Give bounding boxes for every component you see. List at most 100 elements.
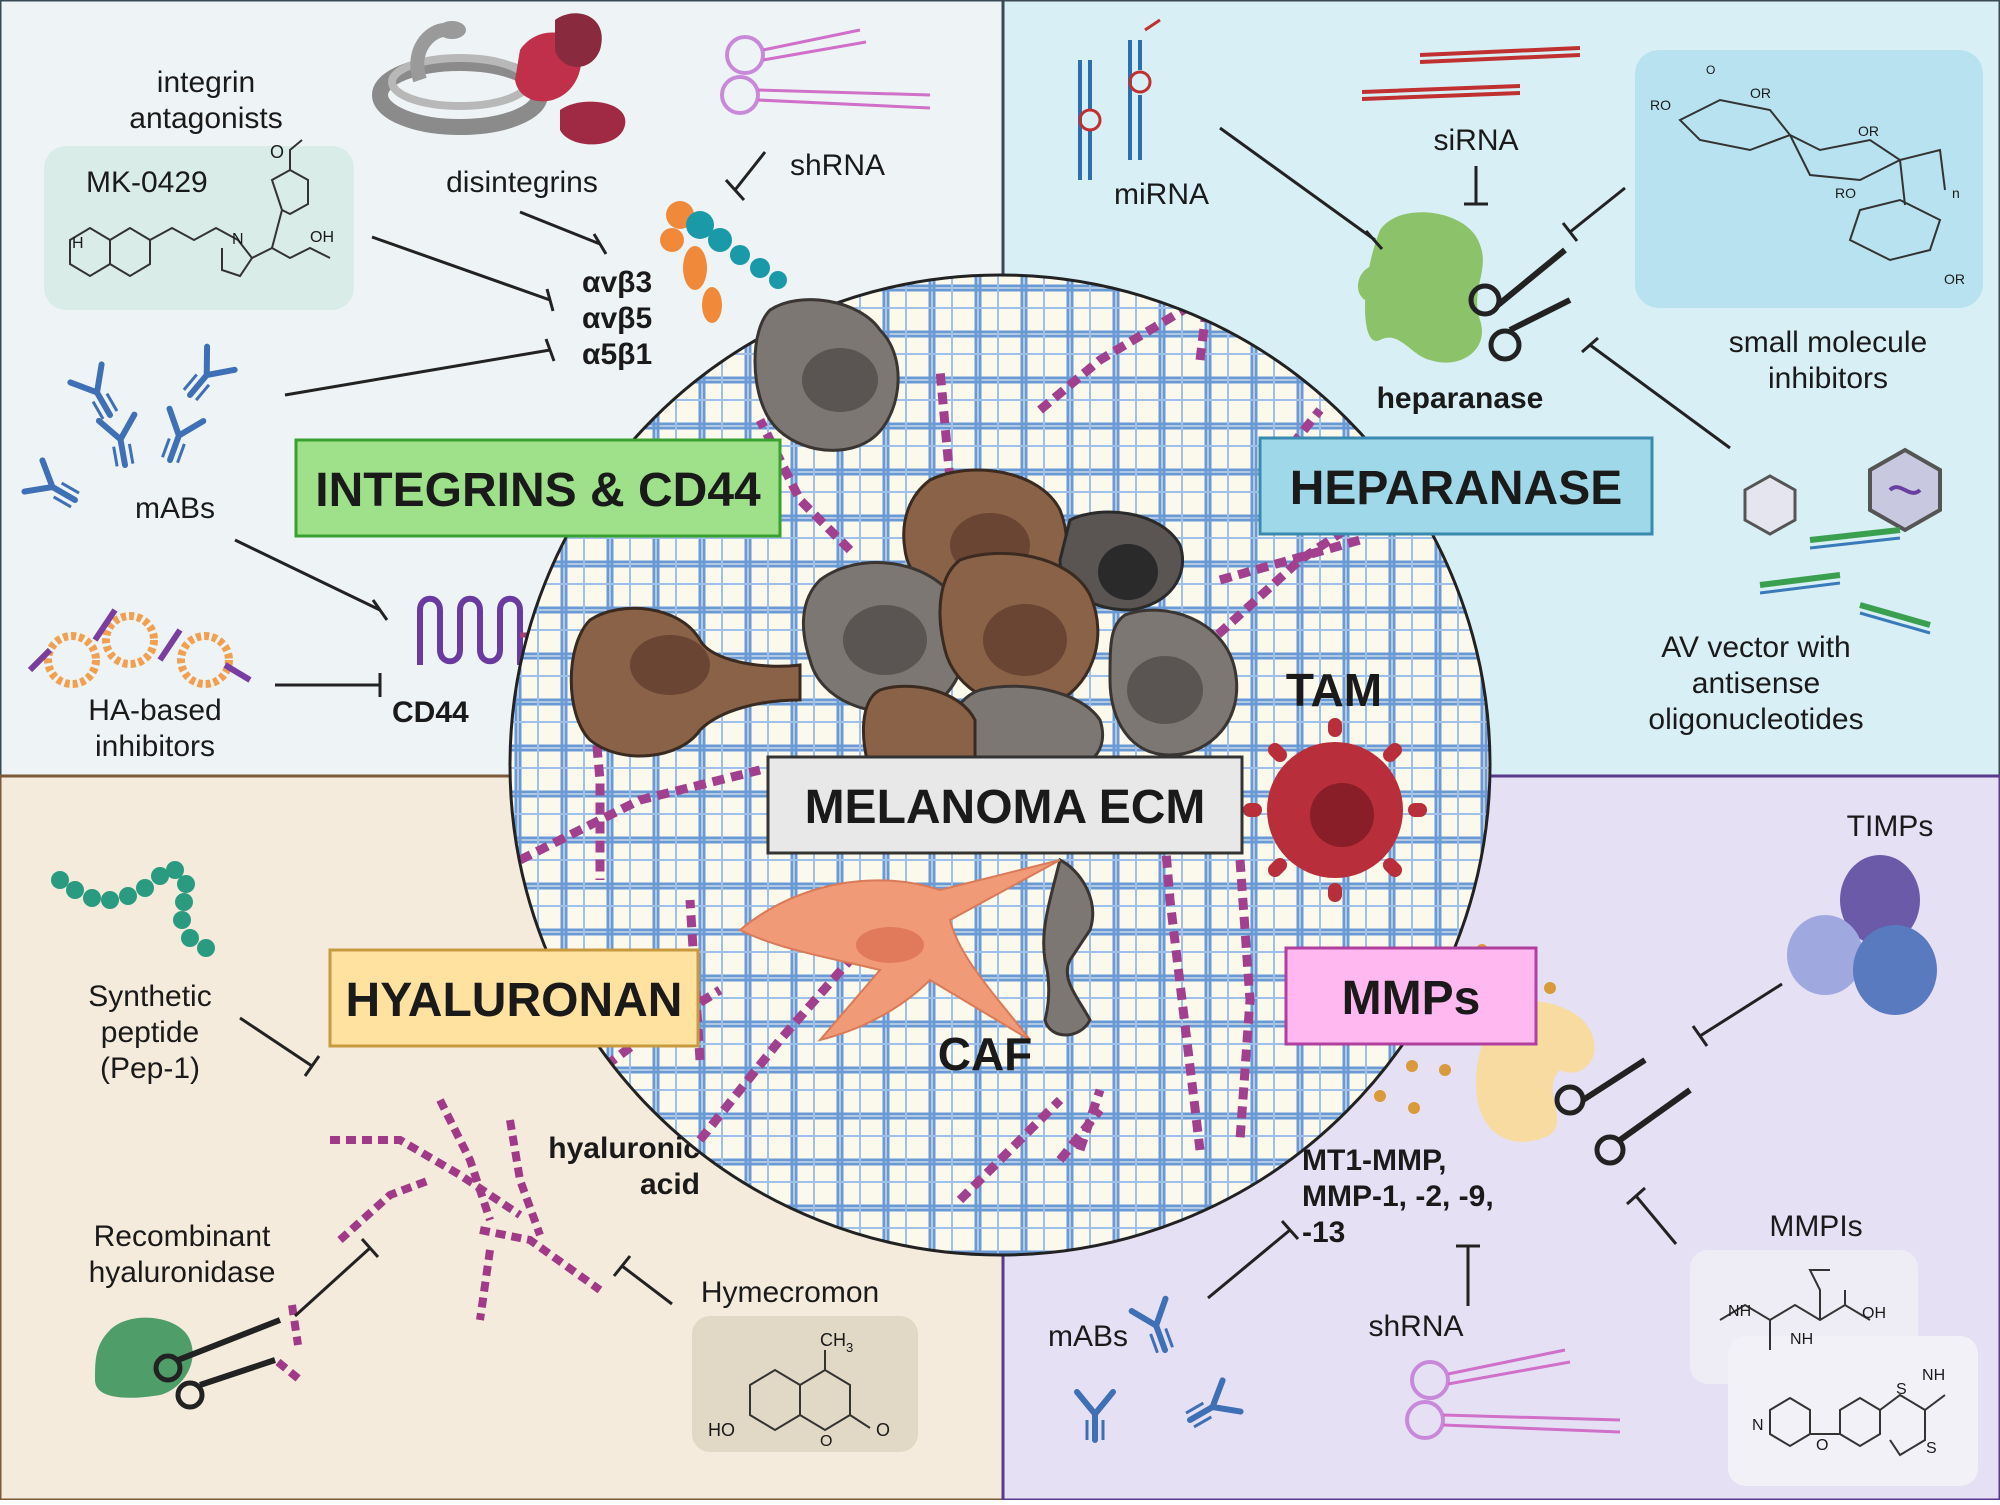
mabs-label-top: mABs: [135, 492, 215, 525]
hymecromon-ho: HO: [708, 1420, 735, 1440]
mirna-label: miRNA: [1114, 178, 1209, 211]
heparan-structure-box: [1635, 50, 1983, 308]
sirna-icon: [1361, 46, 1581, 101]
mmpi2-s: S: [1896, 1381, 1907, 1398]
mabs-label-bottom: mABs: [1048, 1320, 1128, 1353]
melanoma-ecm-title-box: [766, 755, 1244, 855]
timps-label: TIMPs: [1847, 810, 1934, 843]
mmpi2-n: N: [1752, 1417, 1764, 1434]
av-vector-label-3: oligonucleotides: [1648, 703, 1863, 736]
mmpi-structure-1: [1719, 1269, 1871, 1350]
small-molecule-label-2: inhibitors: [1768, 362, 1888, 395]
heparanase-enzyme-icon: [1357, 212, 1483, 363]
mmpi1-nh-2: NH: [1790, 1331, 1813, 1348]
integrins-title: INTEGRINS & CD44: [315, 464, 761, 517]
tam-macrophage-icon: [1243, 718, 1427, 902]
integrin-receptor-icon: [660, 201, 787, 323]
hymecromon-label: Hymecromon: [701, 1276, 879, 1309]
peptide-label-2: peptide: [101, 1016, 199, 1049]
hyaluronidase-label-1: Recombinant: [94, 1220, 271, 1253]
melanoma-ecm-title: MELANOMA ECM: [805, 781, 1206, 834]
hymecromon-structure: [749, 1350, 871, 1432]
hyaluronan-title-box: [328, 948, 700, 1048]
hymecromon-ring-o: O: [820, 1433, 832, 1450]
scissors-icon-mmp: [1554, 1057, 1692, 1166]
hyaluronic-fragments-icon: [275, 1304, 303, 1384]
integrins-title-box: [294, 438, 782, 538]
melanoma-tumor-cells: [569, 298, 1239, 1037]
hyaluronidase-label-2: hyaluronidase: [89, 1256, 276, 1289]
caf-label: CAF: [938, 1028, 1033, 1080]
av-vector-label-2: antisense: [1692, 667, 1820, 700]
heparan-or-2: OR: [1858, 123, 1879, 139]
mk0429-n: N: [232, 231, 244, 248]
mmpi-structure-2: [1769, 1393, 1946, 1457]
mk0429-h: H: [72, 235, 84, 252]
hymecromon-carbonyl-o: O: [876, 1420, 890, 1440]
cd44-label: CD44: [392, 696, 469, 729]
mmps-title-box: [1284, 946, 1538, 1046]
shrna-hairpin-icon-bottom: [1405, 1348, 1621, 1440]
inhibition-arrows-integrins: [234, 151, 767, 697]
heparan-n: n: [1952, 185, 1960, 201]
integrin-target-2: αvβ5: [582, 302, 652, 335]
sirna-label: siRNA: [1433, 124, 1518, 157]
inhibition-arrows-heparanase: [1219, 126, 1731, 450]
hyaluronic-acid-label-1: hyaluronic: [548, 1132, 700, 1165]
timp-protein-icon: [1787, 855, 1937, 1015]
heparan-or-3: OR: [1944, 271, 1965, 287]
mmpi2-nh: NH: [1922, 1367, 1945, 1384]
scissors-icon-hyaluronidase: [153, 1317, 282, 1410]
mk0429-structure: [69, 139, 331, 278]
hyaluronic-acid-chains-icon: [330, 1098, 603, 1321]
av-vector-label-1: AV vector with: [1661, 631, 1851, 664]
peptide-label-3: (Pep-1): [100, 1052, 200, 1085]
peptide-chain-icon: [51, 861, 215, 957]
small-molecule-label-1: small molecule: [1729, 326, 1927, 359]
integrin-antagonists-label-1: integrin: [157, 66, 255, 99]
heparan-oso3: O: [1706, 63, 1715, 77]
inhibition-arrows-mmps: [1207, 982, 1783, 1306]
heparan-ro-1: RO: [1650, 97, 1671, 113]
mmp-targets-label-3: -13: [1302, 1216, 1345, 1249]
peptide-label-1: Synthetic: [88, 980, 211, 1013]
mmp-targets-label-2: MMP-1, -2, -9,: [1302, 1180, 1494, 1213]
ha-inhibitors-label-1: HA-based: [88, 694, 221, 727]
av-vector-icon: [1743, 447, 1942, 635]
shrna-label-bottom: shRNA: [1368, 1310, 1463, 1343]
mmpi1-nh-1: NH: [1728, 1303, 1751, 1320]
mk0429-oh: OH: [310, 229, 334, 246]
integrin-antagonists-label-2: antagonists: [129, 102, 282, 135]
hyaluronic-acid-label-2: acid: [640, 1168, 700, 1201]
mk0429-label: MK-0429: [86, 166, 208, 199]
mk0429-oxygen: O: [270, 142, 284, 162]
tam-label: TAM: [1286, 664, 1382, 716]
ha-liposome-icon-group: [27, 608, 252, 688]
heparan-structure: [1678, 98, 1946, 262]
hyaluronan-title: HYALURONAN: [346, 974, 683, 1027]
heparan-or-1: OR: [1750, 85, 1771, 101]
ha-inhibitors-label-2: inhibitors: [95, 730, 215, 763]
mmpis-label: MMPIs: [1769, 1210, 1862, 1243]
mirna-icon: [1078, 18, 1161, 180]
mmpi2-o: O: [1816, 1437, 1828, 1454]
mmpi2-ring-s: S: [1926, 1440, 1937, 1457]
inhibition-arrows-hyaluronan: [239, 1016, 673, 1318]
mmpi-structure-box-2: [1728, 1336, 1978, 1486]
mk0429-structure-box: [44, 146, 354, 310]
hymecromon-ch3: CH3: [820, 1330, 853, 1355]
heparanase-enzyme-label: heparanase: [1377, 382, 1544, 415]
scissors-icon-heparanase: [1468, 247, 1572, 362]
mmpi1-oh: OH: [1862, 1305, 1886, 1322]
integrin-target-1: αvβ3: [582, 266, 652, 299]
hymecromon-structure-box: [692, 1316, 918, 1452]
mmp-targets-label-1: MT1-MMP,: [1302, 1144, 1446, 1177]
integrin-target-3: α5β1: [582, 338, 652, 371]
heparanase-title-box: [1258, 436, 1654, 536]
mmps-title: MMPs: [1342, 972, 1481, 1025]
heparan-ro-2: RO: [1835, 185, 1856, 201]
shrna-label-top: shRNA: [790, 149, 885, 182]
shrna-hairpin-icon: [720, 28, 931, 115]
